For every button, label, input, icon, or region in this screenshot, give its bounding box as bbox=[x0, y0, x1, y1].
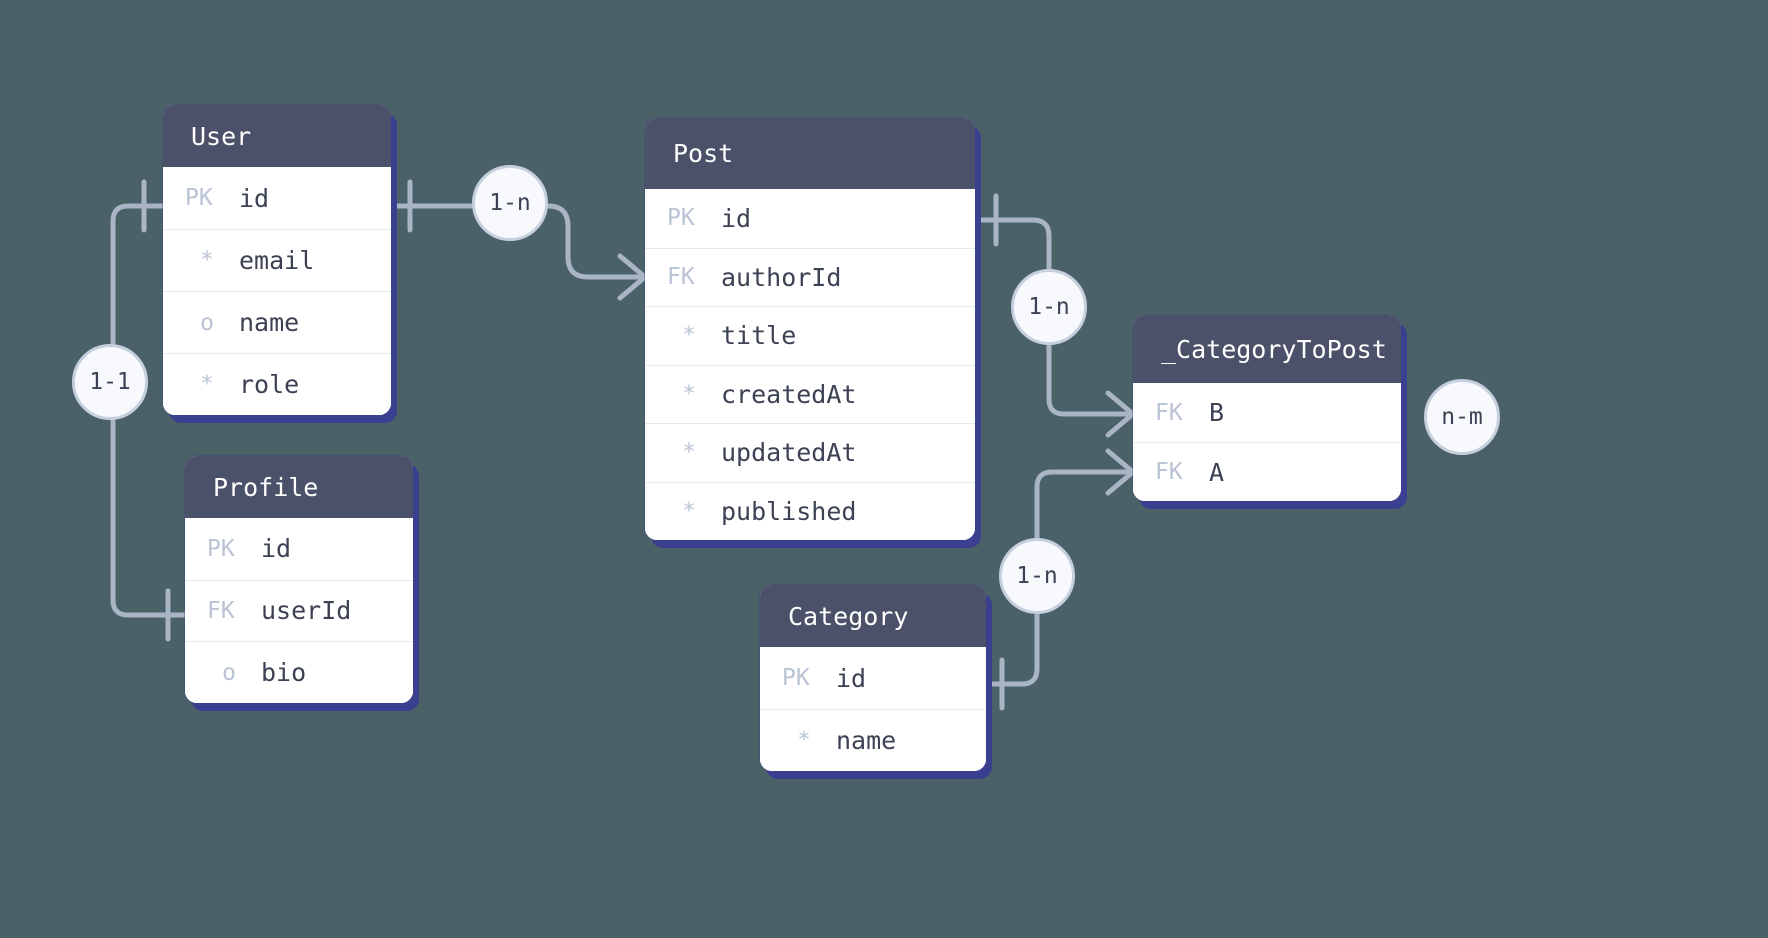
field-row[interactable]: * email bbox=[163, 229, 391, 291]
entity-header-categorytopost: _CategoryToPost bbox=[1133, 315, 1401, 383]
field-name: role bbox=[239, 370, 300, 399]
field-key-badge: o bbox=[222, 659, 236, 686]
relationship-badge-1-n[interactable]: 1-n bbox=[999, 538, 1075, 614]
field-name: createdAt bbox=[721, 379, 857, 409]
edge-badge-ctp-a bbox=[1034, 469, 1136, 541]
entity-fields-categorytopost: FK B FK A bbox=[1133, 383, 1401, 501]
field-key-badge: FK bbox=[1155, 399, 1183, 426]
field-name: id bbox=[721, 203, 752, 233]
relationship-label: 1-n bbox=[489, 190, 531, 216]
field-key-badge: o bbox=[200, 309, 214, 336]
field-row[interactable]: * role bbox=[163, 353, 391, 415]
field-name: A bbox=[1209, 457, 1225, 487]
relationship-label: 1-n bbox=[1016, 563, 1058, 589]
entity-header-profile: Profile bbox=[185, 456, 413, 518]
field-key-badge: FK bbox=[1155, 459, 1183, 485]
field-name: email bbox=[239, 246, 315, 275]
edge-badge-post-authorid bbox=[545, 203, 648, 280]
field-name: name bbox=[239, 308, 300, 337]
entity-fields-category: PK id * name bbox=[760, 647, 986, 771]
field-name: id bbox=[261, 534, 292, 564]
relationship-badge-n-m[interactable]: n-m bbox=[1424, 379, 1500, 455]
field-key-badge: * bbox=[200, 372, 214, 397]
field-key-badge: PK bbox=[782, 665, 810, 691]
field-row[interactable]: PK id bbox=[163, 167, 391, 229]
relationship-label: n-m bbox=[1441, 404, 1483, 430]
crowsfoot-ctp-a bbox=[1105, 448, 1136, 496]
field-name: B bbox=[1209, 398, 1225, 427]
relationship-label: 1-1 bbox=[89, 369, 131, 395]
field-key-badge: * bbox=[682, 381, 696, 407]
field-row[interactable]: PK id bbox=[185, 518, 413, 580]
field-row[interactable]: FK A bbox=[1133, 442, 1401, 501]
edge-category-id-badge bbox=[984, 611, 1040, 687]
field-row[interactable]: FK authorId bbox=[645, 247, 975, 306]
field-name: name bbox=[836, 726, 897, 755]
edge-badge-ctp-b bbox=[1046, 342, 1136, 417]
field-row[interactable]: * name bbox=[760, 709, 986, 771]
entity-header-category: Category bbox=[760, 585, 986, 647]
field-key-badge: PK bbox=[667, 205, 695, 232]
field-name: id bbox=[836, 663, 867, 693]
field-key-badge: * bbox=[682, 498, 696, 524]
field-key-badge: * bbox=[682, 440, 696, 466]
field-key-badge: PK bbox=[207, 535, 235, 562]
entity-title: Post bbox=[673, 139, 734, 168]
field-name: title bbox=[721, 321, 797, 351]
field-row[interactable]: FK userId bbox=[185, 579, 413, 642]
field-name: id bbox=[239, 183, 270, 213]
field-key-badge: FK bbox=[207, 597, 235, 624]
field-row[interactable]: * published bbox=[645, 481, 975, 540]
field-row[interactable]: PK id bbox=[645, 189, 975, 248]
field-name: userId bbox=[261, 596, 352, 626]
entity-title: _CategoryToPost bbox=[1161, 334, 1387, 364]
field-name: published bbox=[721, 496, 857, 526]
relationship-label: 1-n bbox=[1028, 294, 1070, 320]
relationship-badge-1-n[interactable]: 1-n bbox=[1011, 269, 1087, 345]
relationship-badge-1-n[interactable]: 1-n bbox=[472, 165, 548, 241]
entity-title: User bbox=[191, 121, 252, 151]
entity-header-post: Post bbox=[645, 118, 975, 189]
field-name: bio bbox=[261, 658, 307, 688]
field-key-badge: FK bbox=[667, 264, 695, 291]
entity-title: Category bbox=[788, 601, 909, 631]
field-row[interactable]: * createdAt bbox=[645, 364, 975, 423]
field-row[interactable]: * title bbox=[645, 306, 975, 365]
field-name: authorId bbox=[721, 262, 842, 292]
edge-post-id-badge bbox=[973, 217, 1052, 272]
field-key-badge: PK bbox=[185, 185, 213, 211]
field-key-badge: * bbox=[200, 248, 214, 273]
field-name: updatedAt bbox=[721, 438, 857, 468]
field-key-badge: * bbox=[682, 323, 696, 349]
field-key-badge: * bbox=[797, 728, 811, 753]
field-row[interactable]: FK B bbox=[1133, 383, 1401, 442]
field-row[interactable]: PK id bbox=[760, 647, 986, 709]
crowsfoot-post-authorid bbox=[617, 253, 648, 301]
crowsfoot-ctp-b bbox=[1105, 390, 1136, 438]
entity-title: Profile bbox=[213, 472, 319, 502]
relationship-badge-1-1[interactable]: 1-1 bbox=[72, 344, 148, 420]
field-row[interactable]: * updatedAt bbox=[645, 423, 975, 482]
entity-header-user: User bbox=[163, 105, 391, 167]
